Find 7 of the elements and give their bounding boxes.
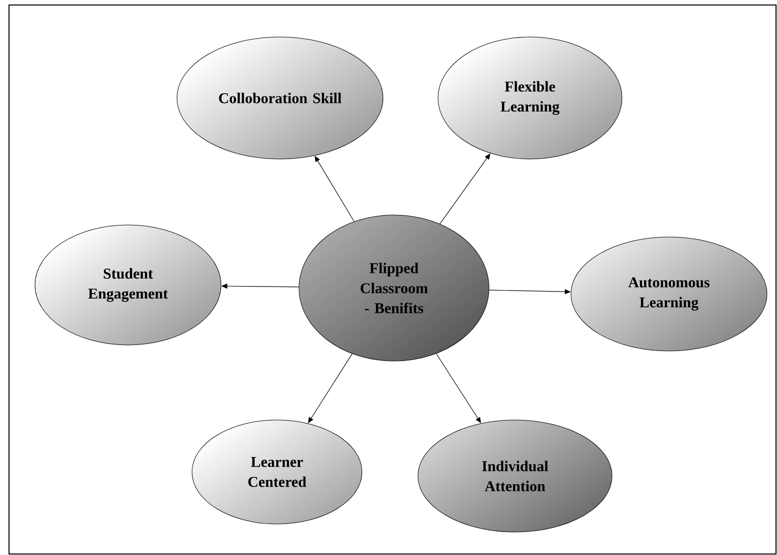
ellipse-node: Colloboration Skill <box>176 36 384 160</box>
ellipse-node: Flexible Learning <box>438 36 622 160</box>
ellipse-node: Learner Centered <box>192 420 362 524</box>
ellipse-node: Individual Attention <box>418 420 612 532</box>
ellipse-node: Flipped Classroom - Benifits <box>298 214 490 362</box>
ellipse-node: Student Engagement <box>34 224 222 346</box>
ellipse-node: Autonomous Learning <box>570 236 768 352</box>
